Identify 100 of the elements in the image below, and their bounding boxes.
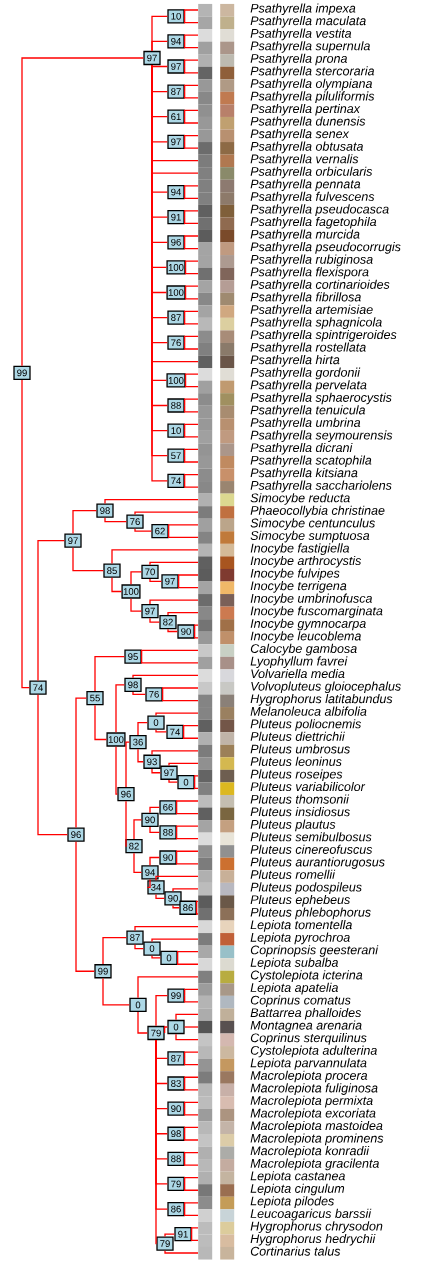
branch-line: [184, 1158, 199, 1166]
species-name: Pluteus diettrichii: [250, 731, 345, 741]
branch-line: [151, 64, 168, 68]
bootstrap-box: 96: [167, 235, 185, 250]
species-name: Inocybe fuscomarginata: [250, 606, 383, 618]
branch-line: [184, 1177, 199, 1185]
bootstrap-box: 86: [167, 1201, 185, 1217]
branch-line: [196, 900, 199, 909]
bootstrap-box: 100: [166, 260, 186, 275]
branch-line: [184, 90, 199, 99]
species-name: Inocybe umbrinofusca: [250, 593, 373, 606]
species-name: Volvopluteus gloiocephalus: [251, 681, 401, 694]
species-name: Psathyrella vernalis: [250, 154, 359, 166]
species-name: Psathyrella pertinax: [250, 103, 361, 116]
branch-line: [194, 781, 199, 790]
branch-line: [184, 141, 199, 149]
bootstrap-box: 85: [103, 563, 121, 578]
bootstrap-box: 90: [159, 850, 177, 865]
branch-line: [184, 9, 199, 17]
bootstrap-box: 79: [147, 1025, 165, 1041]
species-name: Psathyrella spintrigeroides: [250, 329, 397, 342]
branch-line: [184, 15, 199, 24]
branch-line: [21, 379, 30, 689]
branch-line: [184, 291, 199, 300]
branch-line: [149, 856, 160, 866]
branch-line: [164, 1233, 175, 1238]
bootstrap-box: 100: [106, 732, 126, 747]
branch-line: [176, 831, 199, 840]
bootstrap-box: 0: [167, 1019, 185, 1035]
species-name: Psathyrella sphaerocystis: [250, 392, 392, 405]
branch-line: [151, 938, 199, 943]
branch-line: [184, 34, 199, 43]
branch-line: [184, 191, 199, 199]
bootstrap-box: 76: [145, 687, 163, 702]
species-name: Inocybe fulvipes: [250, 568, 340, 581]
species-name: Lepiota pyrochroa: [250, 932, 350, 945]
species-name: Inocybe terrigena: [250, 581, 347, 593]
bootstrap-box: 0: [143, 941, 161, 956]
bootstrap-box: 86: [179, 900, 197, 915]
branch-line: [168, 530, 199, 538]
species-name: Macrolepiota fuliginosa: [250, 1083, 378, 1095]
bootstrap-box: 99: [94, 964, 112, 979]
branch-line: [184, 1208, 199, 1216]
bootstrap-box: 61: [167, 109, 185, 124]
species-name: Melanoleuca albifolia: [250, 706, 367, 716]
branch-line: [167, 628, 178, 633]
species-name: Lepiota pilodes: [250, 1196, 334, 1208]
bootstrap-box: 97: [141, 603, 159, 619]
bootstrap-box: 0: [129, 997, 147, 1013]
bootstrap-box: 97: [64, 533, 82, 548]
branch-line: [164, 1250, 199, 1254]
species-name: Psathyrella supernula: [250, 41, 370, 53]
species-name: Simocybe centunculus: [250, 518, 375, 530]
bootstrap-box: 74: [166, 724, 184, 740]
species-name: Lepiota cingulum: [250, 1183, 345, 1196]
species-name: Calocybe gambosa: [250, 643, 357, 656]
bootstrap-box: 70: [141, 564, 159, 579]
bootstrap-box: 100: [166, 373, 186, 388]
species-name: Psathyrella fulvescens: [250, 191, 375, 204]
species-name: Psathyrella tenuicula: [250, 405, 366, 417]
branch-line: [134, 944, 144, 950]
branch-line: [102, 936, 127, 965]
branch-line: [191, 1227, 199, 1235]
species-name: Inocybe arthrocystis: [250, 555, 362, 568]
species-name: Psathyrella kitsiana: [250, 468, 358, 480]
species-name: Simocybe reducta: [250, 493, 350, 505]
bootstrap-box: 98: [167, 1126, 185, 1141]
species-name: Psathyrella murcida: [250, 229, 360, 242]
branch-line: [75, 697, 87, 829]
branch-line: [130, 571, 142, 585]
bootstrap-box: 94: [167, 34, 185, 49]
branch-line: [184, 1126, 199, 1135]
bootstrap-box: 87: [167, 1051, 185, 1066]
branch-line: [132, 691, 146, 695]
branch-line: [184, 1202, 199, 1210]
species-name: Phaeocollybia christinae: [250, 505, 385, 518]
branch-line: [104, 517, 127, 523]
bootstrap-box: 94: [141, 865, 159, 880]
bootstrap-box: 66: [159, 800, 177, 815]
species-name: Leucoagaricus barssii: [250, 1208, 372, 1221]
branch-line: [194, 624, 199, 633]
bootstrap-box: 34: [147, 880, 165, 895]
bootstrap-box: 96: [67, 827, 85, 842]
species-name: Coprinus sterquilinus: [250, 1033, 367, 1045]
branch-line: [149, 561, 199, 566]
species-name: Battarrea phalloides: [250, 1007, 362, 1020]
species-name: Psathyrella artemisiae: [250, 304, 373, 317]
bootstrap-box: 88: [167, 398, 185, 413]
branch-line: [111, 549, 199, 565]
species-name: Psathyrella umbrina: [250, 417, 361, 430]
branch-line: [184, 404, 199, 413]
species-name: Psathyrella impexa: [250, 3, 356, 16]
species-name: Psathyrella dicrani: [250, 442, 353, 455]
species-name: Psathyrella obtusata: [250, 141, 363, 154]
species-name: Cystolepiota icterina: [250, 970, 363, 982]
branch-line: [194, 630, 199, 639]
branch-line: [184, 1133, 199, 1141]
bootstrap-box: 74: [29, 680, 47, 695]
branch-line: [141, 655, 199, 664]
branch-line: [132, 674, 199, 679]
